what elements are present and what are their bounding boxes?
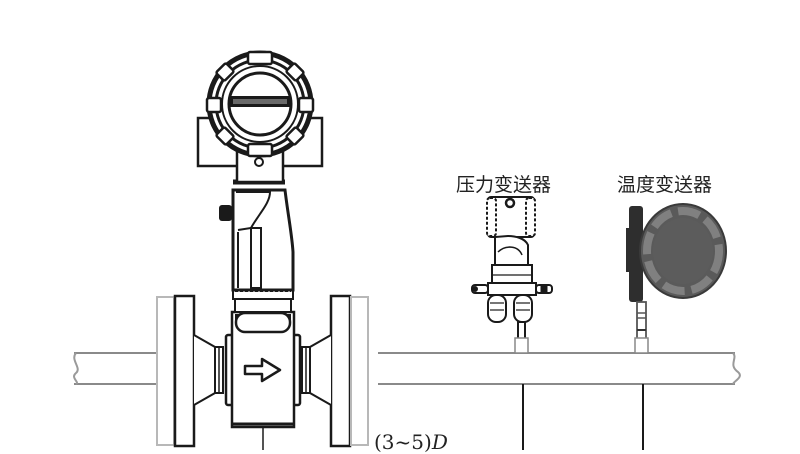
flow-direction-arrow-icon: [243, 357, 282, 383]
flowmeter: [156, 50, 369, 450]
dimension-unit: D: [431, 430, 448, 454]
pressure-transmitter: [471, 196, 553, 450]
temperature-transmitter: [626, 203, 727, 450]
dimension-label: (3~5)D: [374, 430, 448, 454]
flowmeter-transmitter-head: [205, 50, 315, 158]
temperature-transmitter-label: 温度变送器: [617, 174, 713, 196]
pipe: [73, 352, 741, 385]
dimension-value: (3~5): [374, 430, 432, 454]
pressure-transmitter-label: 压力变送器: [456, 174, 552, 196]
